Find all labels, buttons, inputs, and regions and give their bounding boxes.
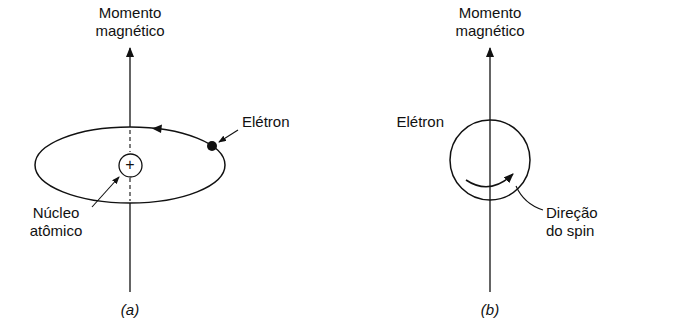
electron-sphere xyxy=(450,120,530,200)
spin-arrow xyxy=(466,174,513,187)
leader-line xyxy=(219,130,238,142)
leader-line xyxy=(516,186,543,210)
axis-label: Momento magnético xyxy=(80,4,180,40)
axis-label: Momento magnético xyxy=(440,4,540,40)
nucleus-circle: + xyxy=(118,153,143,178)
nucleus-label: Núcleo atômico xyxy=(16,204,96,240)
figure-label: (a) xyxy=(110,301,150,319)
charge-sign: + xyxy=(125,156,134,174)
moment-axis-hidden xyxy=(129,130,130,152)
spin-direction-label: Direção do spin xyxy=(546,204,612,240)
electron-label: Elétron xyxy=(374,113,444,131)
moment-axis xyxy=(489,48,490,292)
electron-label: Elétron xyxy=(242,113,312,131)
moment-axis-hidden xyxy=(129,178,130,201)
orbit-direction-arrow xyxy=(152,125,162,134)
electron-orbit xyxy=(35,127,225,203)
electron-dot xyxy=(207,141,217,151)
figure-label: (b) xyxy=(470,301,510,319)
leader-line xyxy=(92,177,119,207)
moment-axis xyxy=(129,203,130,292)
moment-axis xyxy=(129,48,130,127)
